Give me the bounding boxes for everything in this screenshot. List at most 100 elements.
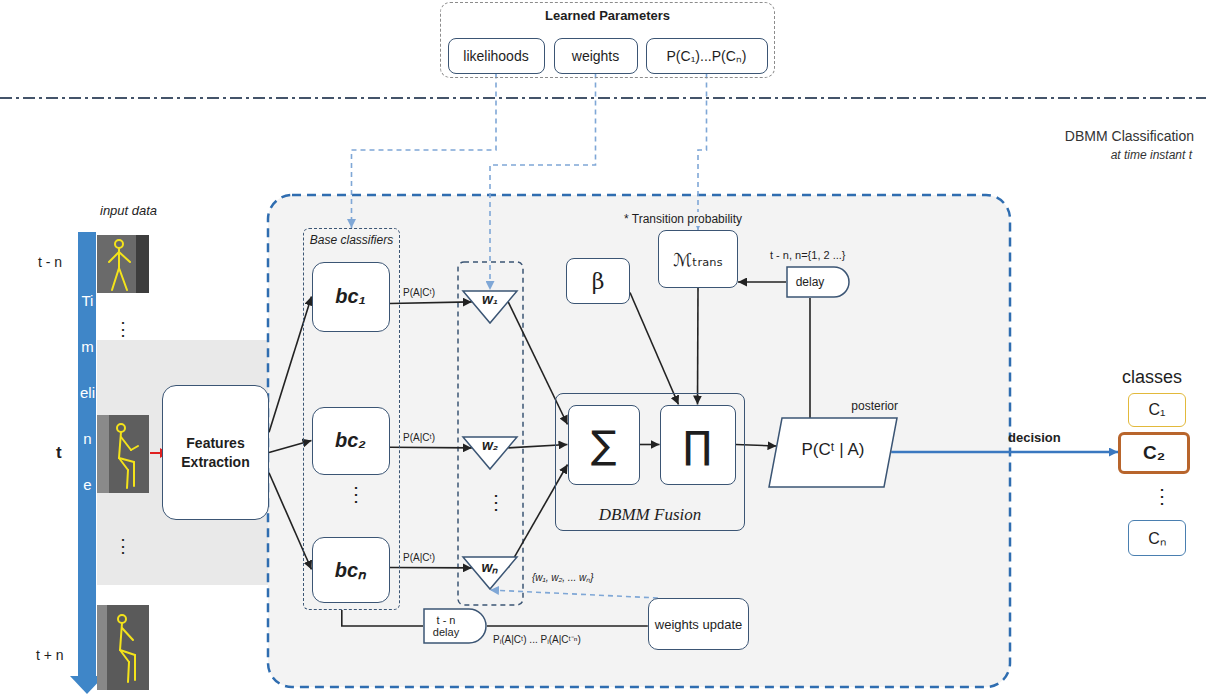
parameter-group: Learned Parameters likelihoods weights P(C₁… — [440, 2, 775, 78]
node-text: ℳₜᵣₐₙₛ — [673, 249, 723, 270]
class-box: C₂ — [1118, 432, 1190, 474]
connector — [269, 297, 312, 433]
parameter-box: P(C₁)...P(Cₙ) — [646, 38, 768, 74]
group-label: classes — [1122, 367, 1182, 388]
node-text: bc₁ — [335, 285, 365, 308]
annotation: t - n, n={1, 2 ...} — [770, 249, 846, 261]
weight-triangle: w₂ — [462, 436, 518, 470]
classifier-group: Base classifiers bc₁ bc₂ bcₙ — [303, 228, 400, 610]
node-text: delay — [796, 275, 825, 289]
fusion-box: DBMM Fusion ∑ ∏ — [555, 393, 745, 531]
ellipsis: ⋮ — [346, 482, 366, 506]
timeline-text: Timeline — [80, 278, 95, 508]
delay-gate: t - n delay — [423, 608, 487, 644]
timeline-caption: input data — [100, 203, 157, 218]
connector — [640, 444, 660, 446]
edge-label: decision — [1008, 430, 1061, 445]
weight-triangle-path — [463, 291, 517, 323]
frame-image — [97, 235, 149, 293]
process-box: Features Extraction — [162, 385, 269, 520]
node-text: w₂ — [482, 437, 498, 453]
node-heading: posterior — [851, 398, 898, 414]
connector — [390, 567, 472, 569]
frame-image — [97, 415, 149, 493]
dbmm-region — [268, 195, 1010, 687]
class-box: Cₙ — [1128, 520, 1186, 556]
weight-triangle: wₙ — [462, 556, 518, 590]
time-label: t — [56, 443, 62, 463]
connector — [269, 441, 312, 453]
beta-box: β — [566, 258, 630, 304]
node-text: DBMM Fusion — [599, 505, 701, 525]
node-text: Base classifiers — [310, 233, 393, 247]
diagram-subtitle: at time instant t — [1111, 148, 1192, 162]
connector — [342, 610, 423, 626]
classifier-box: bcₙ — [312, 537, 390, 603]
node-text: Features Extraction — [163, 434, 268, 470]
connector — [891, 451, 1118, 454]
edge-label: P(A|Cᵗ) — [403, 287, 435, 298]
process-box: weights update — [648, 598, 749, 650]
edge-label: Pᵢ(A|Cᵗ) ... Pᵢ(A|Cᵗ⁻ⁿ) — [493, 632, 581, 646]
node-text: likelihoods — [463, 48, 528, 64]
connector — [809, 298, 811, 418]
annotation: * Transition probability — [622, 212, 744, 226]
parameter-box: weights — [554, 38, 638, 74]
separator-line — [0, 97, 1206, 99]
posterior-box-path — [769, 418, 897, 487]
ellipsis: ⋮ — [1152, 484, 1172, 508]
weight-triangle: w₁ — [462, 290, 518, 324]
node-text: weights — [572, 48, 619, 64]
node-text: w₁ — [482, 291, 498, 307]
connector — [390, 302, 472, 304]
delay-gate-path — [787, 267, 849, 297]
input-arrow — [150, 452, 161, 454]
edge-label: P(A|Cᵗ) — [403, 432, 435, 443]
ellipsis: ⋮ — [486, 490, 506, 514]
connector — [736, 445, 777, 447]
frame-image — [97, 605, 149, 690]
product-box: ∏ — [660, 405, 736, 485]
node-text: bcₙ — [335, 556, 366, 583]
connector — [487, 625, 648, 627]
timeline-bar — [78, 232, 96, 678]
node-text: P(Cᵗ | A) — [802, 440, 865, 460]
connector — [697, 288, 699, 405]
posterior-box: posteriorP(Cᵗ | A) — [768, 398, 898, 488]
connector — [508, 445, 567, 448]
node-text: Learned Parameters — [545, 8, 670, 23]
delay-gate: delay — [786, 266, 850, 298]
time-label: t + n — [36, 647, 64, 663]
ellipsis: ⋮ — [114, 535, 132, 557]
classifier-box: bc₂ — [312, 407, 390, 475]
transition-box: ℳₜᵣₐₙₛ — [658, 230, 738, 288]
weight-triangle-path — [463, 557, 517, 589]
connector — [698, 74, 707, 231]
sum-box: ∑ — [568, 405, 640, 485]
node-text: Cₙ — [1148, 527, 1166, 549]
delay-gate-path — [424, 609, 486, 643]
node-text: P(C₁)...P(Cₙ) — [667, 46, 747, 65]
connector — [508, 465, 567, 568]
node-text: bc₂ — [335, 429, 366, 452]
connector — [390, 446, 472, 448]
diagram-title: DBMM Classification — [1065, 128, 1194, 144]
parameter-box: likelihoods — [448, 38, 545, 74]
edge-label: P(A|Cᵗ) — [403, 552, 435, 563]
node-text: C₂ — [1143, 442, 1165, 464]
connector — [630, 293, 679, 405]
connector — [738, 281, 786, 283]
ellipsis: ⋮ — [114, 318, 132, 340]
weight-triangle-path — [463, 437, 517, 469]
node-text: ∏ — [683, 423, 712, 467]
connector — [269, 473, 312, 570]
node-text: weights update — [655, 617, 742, 632]
class-box: C₁ — [1128, 393, 1186, 427]
connector — [352, 74, 497, 229]
node-text: C₁ — [1149, 401, 1166, 419]
edge-label: {w₁, w₂, ... wₙ} — [532, 570, 594, 584]
classifier-box: bc₁ — [312, 262, 390, 332]
